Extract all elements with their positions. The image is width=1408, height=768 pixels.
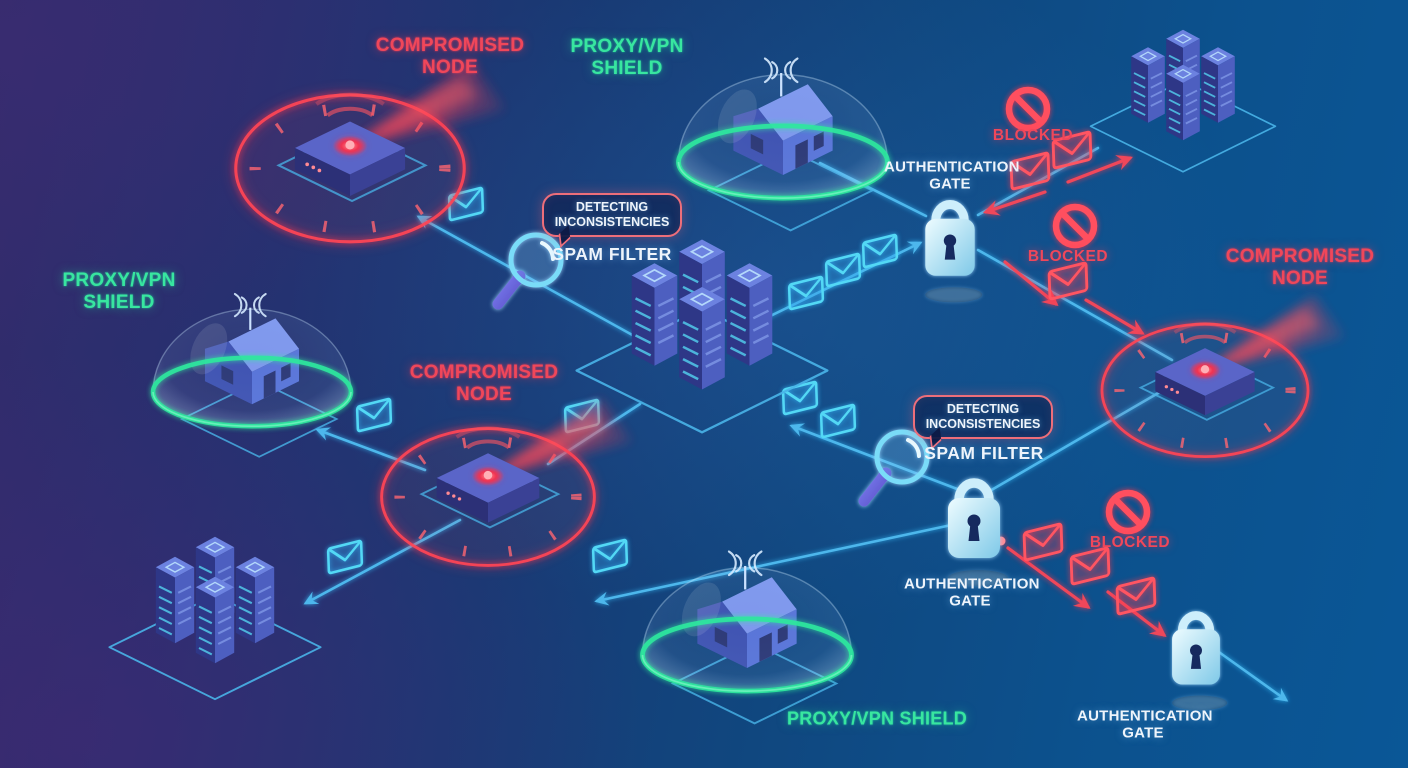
padlock-icon-auth-gate-1	[925, 205, 982, 303]
compromised-node-device-center-left	[382, 398, 633, 565]
blocked-envelope-icon	[1022, 522, 1064, 562]
blocked-sign-icon-2	[1056, 207, 1094, 245]
blocked-envelope-icon	[1069, 546, 1111, 586]
authentication-gate-label-3: AUTHENTICATION GATE	[1077, 707, 1213, 742]
blocked-arrows	[982, 155, 1167, 637]
red-arrow-blocked-2-a	[1003, 260, 1059, 307]
blocked-envelope-icon	[1047, 261, 1089, 301]
server-cluster-top-right	[1091, 30, 1276, 172]
red-arrow-blocked-1-forward	[1066, 155, 1133, 184]
proxy-vpn-shield-label-left: PROXY/VPN SHIELD	[62, 269, 176, 313]
padlock-icon-auth-gate-2	[948, 483, 1008, 586]
blocked-label-1: BLOCKED	[992, 127, 1074, 145]
authentication-gate-label-1: AUTHENTICATION GATE	[884, 158, 1020, 193]
spam-filter-label-1: SPAM FILTER	[552, 243, 672, 264]
blocked-label-2: BLOCKED	[1027, 248, 1109, 266]
line-auth-gate-3-outbound	[1214, 648, 1289, 702]
compromised-node-device-right	[1102, 295, 1345, 457]
compromised-node-label-right: COMPROMISED NODE	[1225, 245, 1375, 289]
envelope-icon	[861, 233, 899, 269]
envelope-icon	[781, 380, 819, 416]
server-cluster-bottom-left	[109, 537, 320, 699]
compromised-node-label-top-left: COMPROMISED NODE	[375, 34, 525, 78]
blocked-label-3: BLOCKED	[1089, 534, 1171, 552]
envelope-icon	[326, 539, 364, 575]
line-auth-gate-2-through-dome	[594, 522, 958, 606]
envelope-icon	[819, 403, 857, 439]
envelope-icon	[824, 252, 862, 288]
envelope-icon	[591, 538, 629, 574]
shielded-home-bottom	[643, 552, 852, 724]
detecting-inconsistencies-bubble-2: DETECTING INCONSISTENCIES	[913, 395, 1053, 439]
blocked-sign-icon-3	[1109, 493, 1147, 531]
red-arrow-blocked-3-a	[1006, 546, 1091, 609]
authentication-gate-label-2: AUTHENTICATION GATE	[904, 575, 1040, 610]
blocked-envelope-icon	[1115, 576, 1157, 616]
compromised-node-label-center-left: COMPROMISED NODE	[409, 361, 559, 405]
proxy-vpn-shield-label-bottom: PROXY/VPN SHIELD	[786, 708, 968, 729]
red-arrow-blocked-1-back	[982, 190, 1047, 216]
padlock-icon-auth-gate-3	[1172, 615, 1227, 710]
red-arrow-blocked-2-b	[1084, 298, 1145, 335]
proxy-vpn-shield-label-top: PROXY/VPN SHIELD	[570, 35, 684, 79]
shielded-home-top	[679, 59, 888, 231]
envelope-icon	[787, 275, 825, 311]
detecting-inconsistencies-bubble-1: DETECTING INCONSISTENCIES	[542, 193, 682, 237]
spam-filter-label-2: SPAM FILTER	[924, 442, 1044, 463]
blocked-sign-icon-1	[1009, 90, 1047, 128]
envelope-icon	[355, 397, 393, 433]
